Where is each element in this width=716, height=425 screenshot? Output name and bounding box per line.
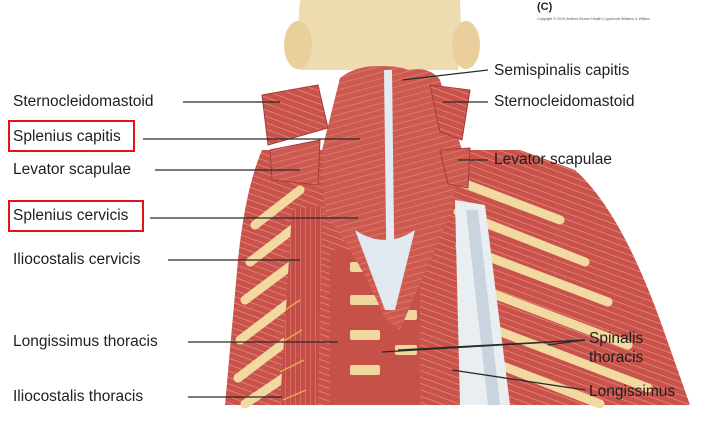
spinalis-tendons: [466, 210, 500, 405]
label-longissimus-thoracis: Longissimus thoracis: [13, 333, 158, 350]
label-splenius-capitis: Splenius capitis: [13, 128, 121, 145]
leader-lines-right: [381, 69, 586, 391]
head-skin: [284, 0, 480, 70]
label-levator-scapulae-right: Levator scapulae: [494, 151, 613, 168]
label-iliocostalis-thoracis: Iliocostalis thoracis: [13, 388, 144, 405]
sternocleidomastoid-right: [429, 84, 471, 141]
label-iliocostalis-cervicis: Iliocostalis cervicis: [13, 251, 141, 268]
levator-scapulae-right: [439, 147, 471, 189]
label-longissimus: Longissimus: [589, 383, 676, 400]
label-levator-scapulae-left: Levator scapulae: [13, 161, 132, 178]
label-spinalis-line2: thoracis: [589, 349, 644, 366]
iliocostalis-column-left: [280, 205, 322, 405]
label-splenius-cervicis: Splenius cervicis: [13, 207, 129, 224]
label-semispinalis-capitis: Semispinalis capitis: [494, 62, 630, 79]
nerves: [279, 299, 307, 401]
sternocleidomastoid-left: [261, 84, 329, 146]
label-sternocleidomastoid-right: Sternocleidomastoid: [494, 93, 635, 110]
leader-lines-left: [143, 101, 360, 398]
label-sternocleidomastoid-left: Sternocleidomastoid: [13, 93, 154, 110]
highlight-box-splenius-capitis: [8, 120, 135, 152]
highlight-box-splenius-cervicis: [8, 200, 144, 232]
levator-scapulae-left: [269, 139, 321, 186]
panel-tag: (C): [537, 1, 553, 13]
splenius-aponeurosis: [355, 230, 415, 310]
label-spinalis-line1: Spinalis: [589, 330, 644, 347]
copyright-text: Copyright © 2015 Wolters Kluwer Health |…: [537, 17, 650, 21]
